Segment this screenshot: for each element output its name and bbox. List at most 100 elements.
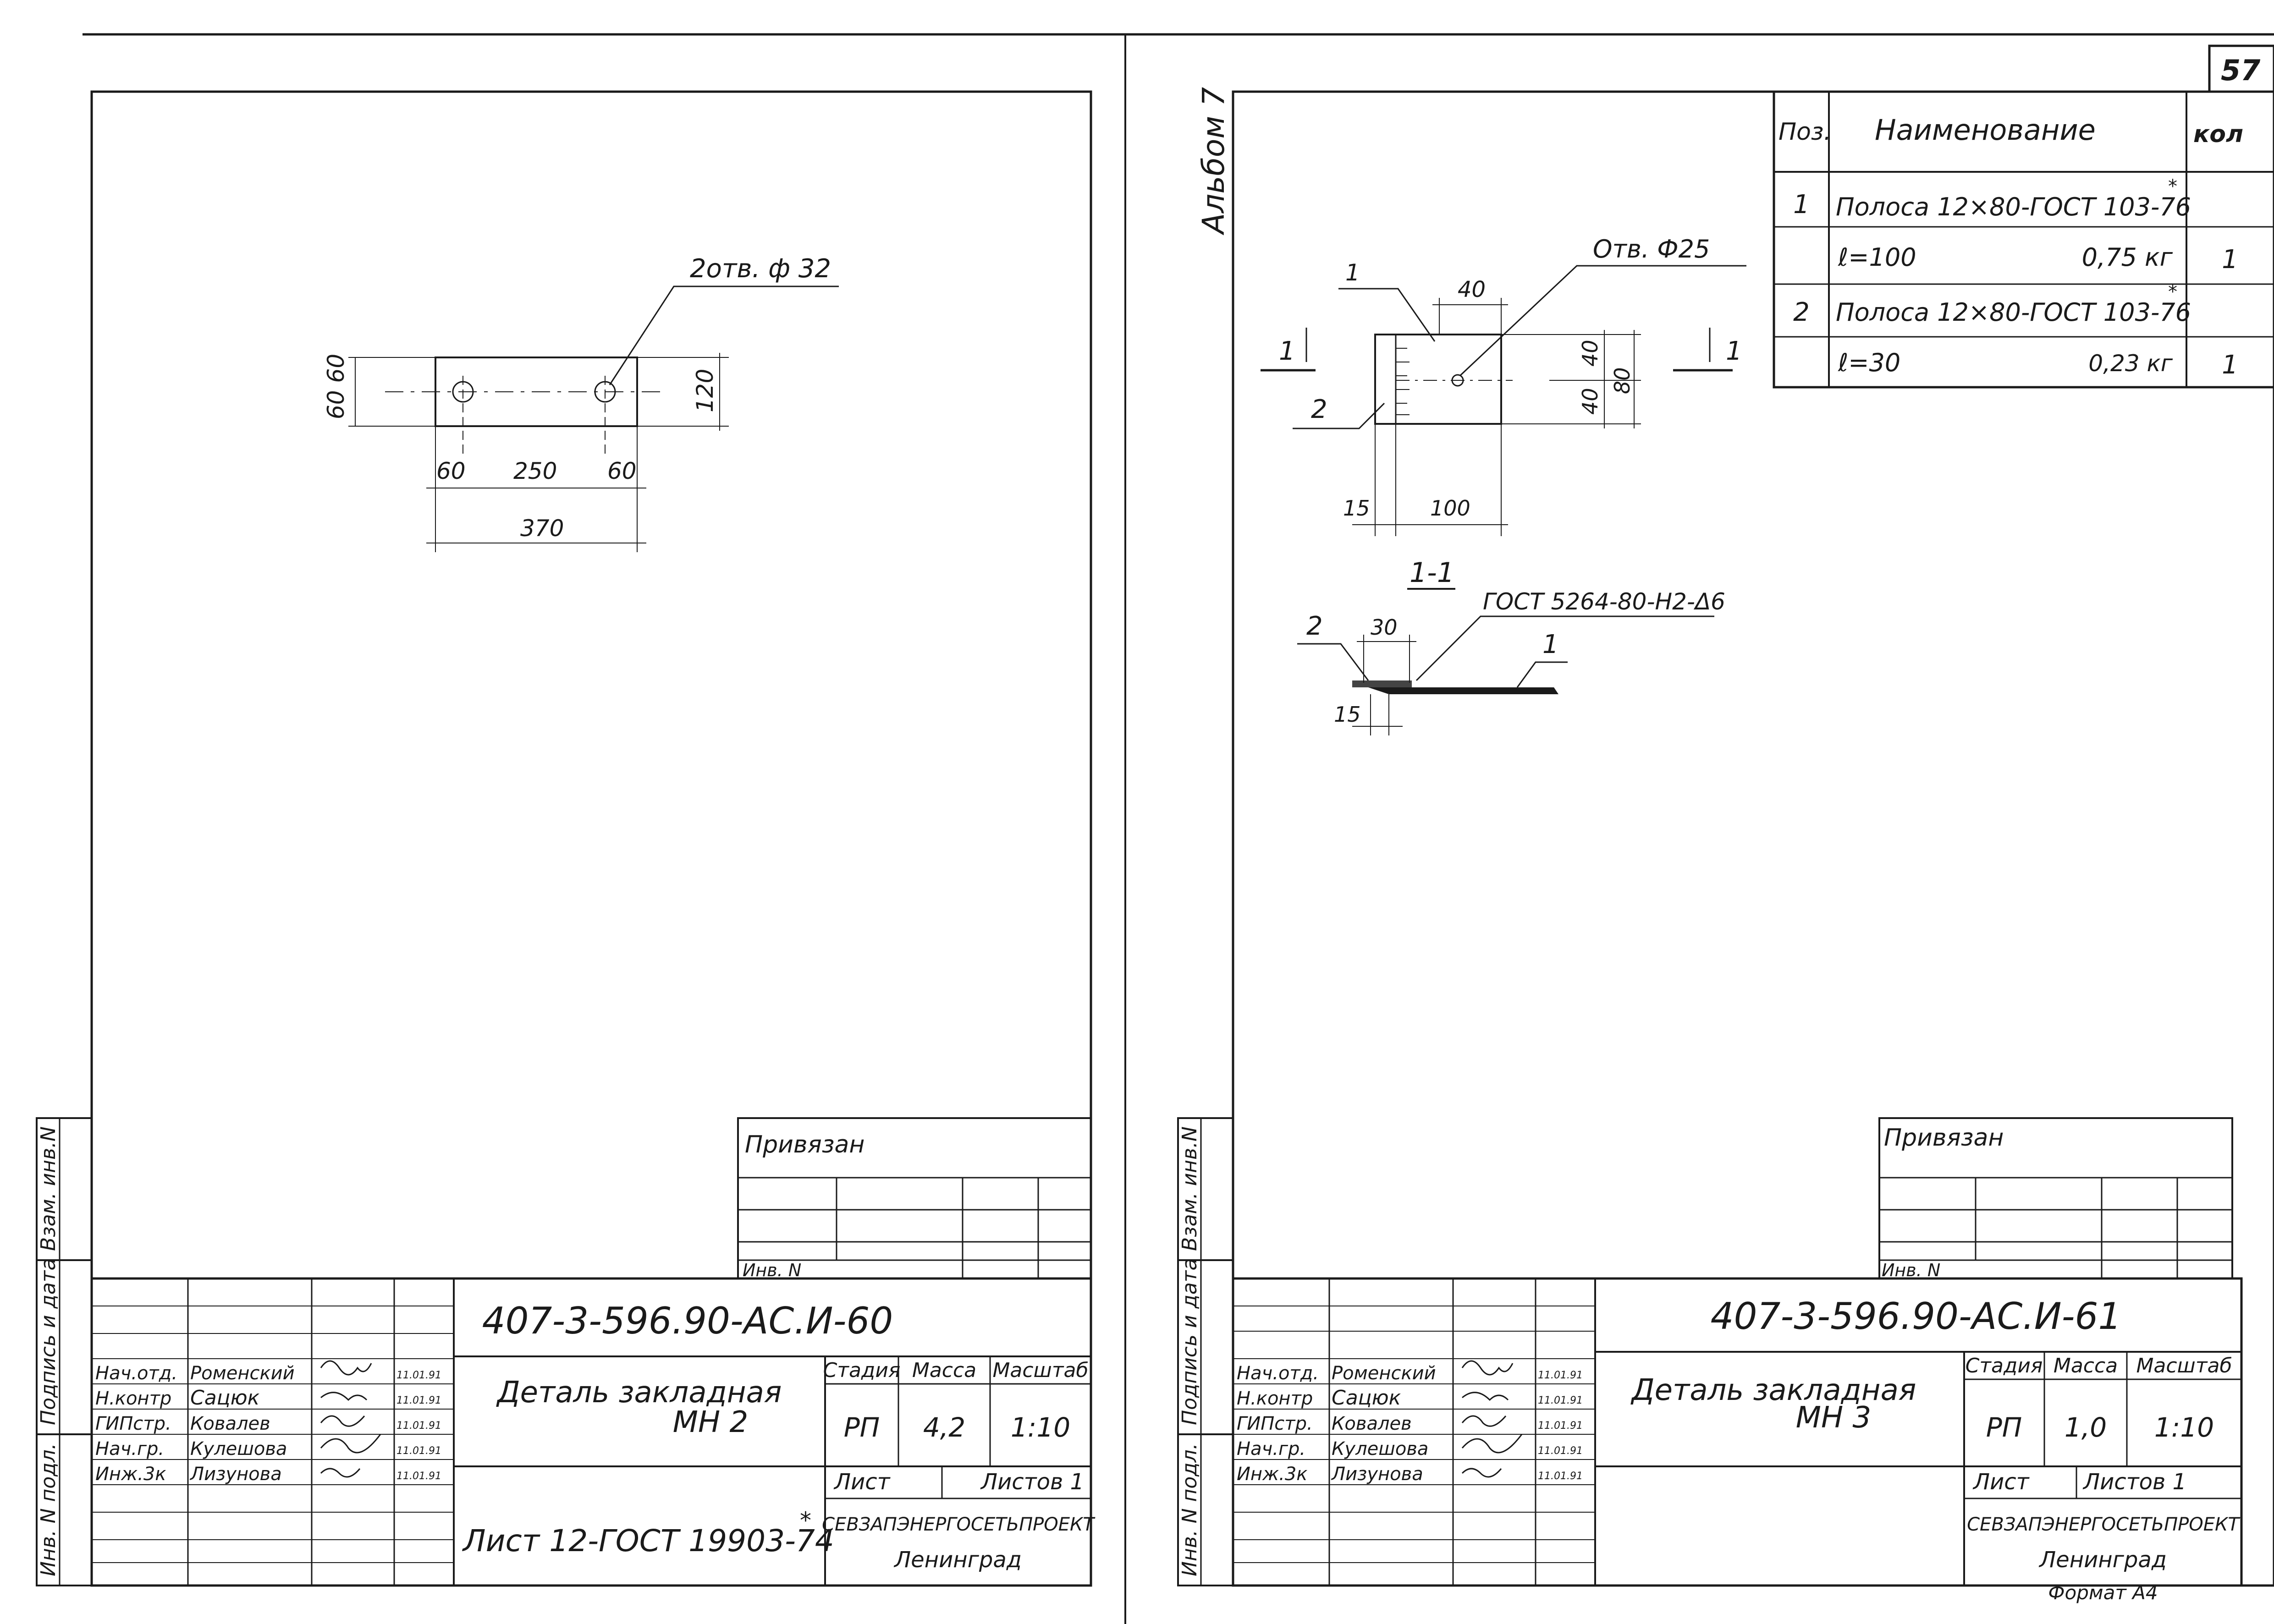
drawing-title-1: Деталь закладная (496, 1376, 782, 1410)
role: Инж.3к (95, 1464, 166, 1485)
spec-header-name: Наименование (1875, 113, 2096, 147)
stadia-value: РП (844, 1412, 880, 1443)
masshtab-header: Масштаб (992, 1359, 1088, 1382)
section-callout-2: 2 (1306, 611, 1323, 641)
section-plate (1368, 687, 1558, 694)
listov-header: Листов 1 (2082, 1469, 2186, 1495)
name: Ковалев (190, 1413, 270, 1434)
dim-370: 370 (520, 515, 564, 542)
plate-mn3-drawing: Отв. Ф25 1 2 1 1 40 40 40 (1261, 235, 1746, 536)
date: 11.01.91 (1538, 1420, 1583, 1432)
date: 11.01.91 (396, 1470, 441, 1482)
dim-40-top: 40 (1458, 277, 1486, 302)
name: Роменский (1332, 1363, 1436, 1384)
left-privyazan-block: Привязан Инв. N (737, 1117, 1092, 1280)
dim-left: 60 60 (323, 354, 349, 419)
date: 11.01.91 (1538, 1395, 1583, 1406)
massa-value: 4,2 (923, 1412, 965, 1443)
left-sheet: Инв. N подл. Подпись и дата Взам. инв.N … (36, 90, 1096, 1587)
name: Кулешова (190, 1438, 287, 1459)
standard-mark: * (800, 1507, 811, 1534)
side-stamp-vzam: Взам. инв.N (1178, 1126, 1201, 1251)
right-sheet: Альбом 7 Инв. N подл. Подпись и дата Вза… (1177, 87, 2274, 1604)
drawing-code: 407-3-596.90-АС.И-61 (1711, 1295, 2122, 1338)
signature (1461, 1360, 1514, 1376)
listov-header: Листов 1 (980, 1469, 1084, 1495)
name: Роменский (190, 1363, 295, 1384)
spec-pos: 1 (1793, 190, 1810, 219)
stadia-header: Стадия (823, 1359, 901, 1382)
right-title-block: Нач.отд. Роменский 11.01.91 Н.контр Сацю… (1232, 1277, 2243, 1604)
dim-40-b: 40 (1578, 388, 1602, 415)
spec-header-pos: Поз. (1778, 118, 1831, 146)
signature (320, 1392, 368, 1401)
list-header: Лист (1972, 1469, 2030, 1495)
spec-qty: 1 (2222, 245, 2238, 274)
role: Н.контр (95, 1388, 171, 1409)
signature (320, 1415, 365, 1427)
role: Нач.гр. (95, 1438, 164, 1459)
spec-mark: * (2168, 281, 2177, 302)
page-number: 57 (2221, 54, 2261, 87)
role: Нач.отд. (95, 1363, 177, 1384)
side-stamp-podpis: Подпись и дата (37, 1258, 60, 1425)
hole-circle (1451, 374, 1464, 387)
side-stamp-inv-podl: Инв. N подл. (1178, 1443, 1201, 1576)
name: Ковалев (1332, 1413, 1412, 1434)
name: Сацюк (190, 1386, 260, 1410)
date: 11.01.91 (1538, 1445, 1583, 1457)
dim-60-left: 60 (436, 458, 466, 484)
holes-note: 2отв. ф 32 (690, 254, 831, 284)
signature (1461, 1468, 1502, 1478)
spec-pos: 2 (1793, 297, 1810, 327)
org-name: СЕВЗАПЭНЕРГОСЕТЬПРОЕКТ (822, 1514, 1096, 1535)
dim-40-a: 40 (1578, 340, 1602, 367)
privyazan-label: Привязан (1884, 1124, 2004, 1152)
spec-name: Полоса 12×80-ГОСТ 103-76 (1836, 298, 2191, 327)
side-stamp-inv-podl: Инв. N подл. (37, 1443, 60, 1576)
drawing-title-1: Деталь закладная (1630, 1373, 1916, 1407)
signature (1461, 1434, 1523, 1454)
inv-no-label: Инв. N (743, 1260, 801, 1280)
dim-30: 30 (1371, 615, 1398, 640)
spec-name: ℓ=100 (1838, 243, 1916, 272)
signature (320, 1360, 372, 1376)
org-city: Ленинград (893, 1547, 1022, 1573)
role: Нач.гр. (1237, 1438, 1305, 1459)
spec-name: Полоса 12×80-ГОСТ 103-76 (1836, 192, 2191, 221)
standard: Лист 12-ГОСТ 19903-74 (462, 1523, 834, 1558)
dim-60-right: 60 (607, 458, 637, 484)
date: 11.01.91 (1538, 1370, 1583, 1381)
stadia-header: Стадия (1966, 1354, 2043, 1377)
list-header: Лист (833, 1469, 891, 1495)
drawing-title-2: МН 2 (673, 1405, 748, 1439)
weld-note: ГОСТ 5264-80-Н2-Δ6 (1483, 588, 1725, 615)
name: Лизунова (189, 1464, 282, 1485)
privyazan-label: Привязан (745, 1131, 864, 1158)
role: Инж.3к (1237, 1464, 1307, 1485)
section-strip (1352, 680, 1412, 687)
right-privyazan-block: Привязан Инв. N (1878, 1117, 2233, 1280)
dim-15: 15 (1343, 496, 1370, 521)
signature (1461, 1415, 1507, 1427)
name: Кулешова (1332, 1438, 1428, 1459)
massa-header: Масса (2054, 1354, 2118, 1377)
cut-mark-right: 1 (1726, 336, 1742, 366)
stadia-value: РП (1986, 1412, 2022, 1443)
org-name: СЕВЗАПЭНЕРГОСЕТЬПРОЕКТ (1967, 1514, 2241, 1535)
masshtab-value: 1:10 (1011, 1412, 1070, 1443)
hole-note: Отв. Ф25 (1593, 235, 1710, 263)
dim-80: 80 (1610, 367, 1635, 394)
section-1-1: 1-1 2 1 ГОСТ 5264-80-Н2-Δ6 30 15 (1297, 557, 1725, 735)
dim-250: 250 (513, 458, 557, 484)
masshtab-header: Масштаб (2136, 1354, 2232, 1377)
cut-mark-left: 1 (1279, 336, 1295, 366)
org-city: Ленинград (2038, 1547, 2167, 1573)
side-stamp-vzam: Взам. инв.N (37, 1126, 60, 1251)
date: 11.01.91 (396, 1445, 441, 1457)
spec-name: ℓ=30 (1838, 348, 1900, 377)
role: Н.контр (1237, 1388, 1313, 1409)
name: Лизунова (1331, 1464, 1423, 1485)
role: ГИПстр. (95, 1413, 171, 1434)
signature (1462, 1392, 1509, 1401)
